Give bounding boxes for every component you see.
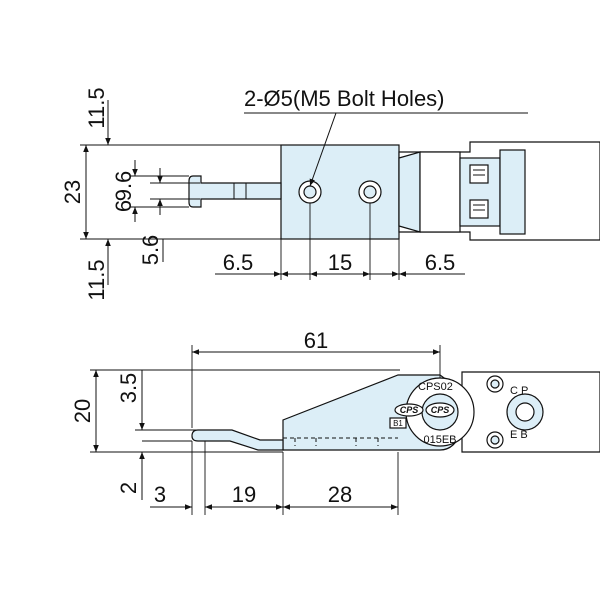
- dim-base: 28: [328, 482, 352, 507]
- dim-bottom-margin: 11.5: [84, 259, 109, 300]
- code-label: B1: [393, 419, 403, 428]
- dim-side-height: 20: [70, 399, 95, 423]
- dim-length: 61: [304, 328, 328, 353]
- dial-text-left: CPS02: [418, 381, 453, 393]
- slotted-arm: [188, 175, 282, 208]
- cps-logo-mark: [425, 402, 455, 418]
- dim-slot-width: 6: [111, 200, 136, 212]
- dim-tip: 3: [154, 482, 166, 507]
- latch-body: [398, 141, 600, 241]
- dim-arm: 19: [232, 482, 256, 507]
- svg-text:E B: E B: [510, 429, 528, 441]
- dim-top-offset: 3.5: [116, 373, 141, 404]
- date-dial: CPS CPS02 015EB: [405, 377, 475, 447]
- dim-left-edge: 6.5: [223, 250, 254, 275]
- side-hinge: C P E B: [461, 371, 600, 453]
- dim-top-margin: 11.5: [84, 87, 109, 128]
- svg-text:CPS: CPS: [431, 405, 450, 415]
- dim-pitch: 9.6: [111, 171, 136, 202]
- svg-text:C P: C P: [510, 385, 528, 397]
- dim-hole-spacing: 15: [328, 250, 352, 275]
- dim-lower-gap: 5.6: [138, 235, 163, 266]
- dial-text-right: 015EB: [423, 434, 456, 446]
- dim-height: 23: [60, 180, 85, 204]
- dim-right-edge: 6.5: [425, 250, 456, 275]
- svg-text:CPS: CPS: [400, 405, 419, 415]
- dim-bottom-offset: 2: [116, 482, 141, 494]
- side-arm: [191, 429, 284, 451]
- hidden-slots: [283, 437, 398, 446]
- side-view: C P E B CPS CPS02 015EB CPS B1 61 20: [70, 328, 600, 515]
- top-view: 2-Ø5(M5 Bolt Holes) 11.5 23 9.6 6 5.6 11…: [60, 86, 600, 301]
- bolt-hole-callout: 2-Ø5(M5 Bolt Holes): [244, 86, 445, 111]
- cps-label: CPS B1: [389, 403, 424, 429]
